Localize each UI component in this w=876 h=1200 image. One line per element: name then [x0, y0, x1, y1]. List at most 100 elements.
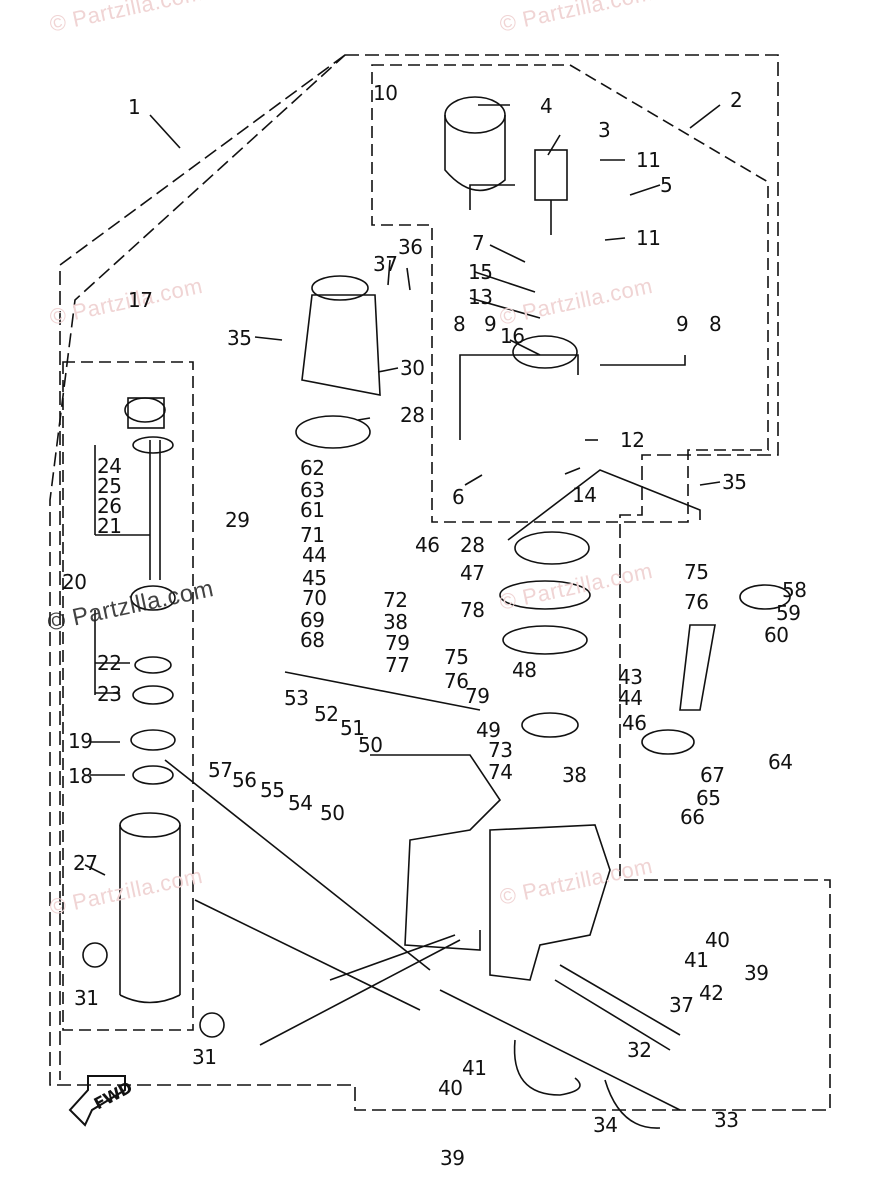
callout-47: 47: [460, 561, 485, 585]
assembly-2-boundary: [371, 64, 769, 523]
callout-42: 42: [699, 981, 724, 1005]
callout-40: 40: [438, 1076, 463, 1100]
callout-44: 44: [618, 686, 643, 710]
callout-9: 9: [676, 312, 689, 336]
callout-9: 9: [484, 312, 497, 336]
callout-68: 68: [300, 628, 325, 652]
callout-19: 19: [68, 729, 93, 753]
callout-32: 32: [627, 1038, 652, 1062]
callout-16: 16: [500, 324, 525, 348]
callout-72: 72: [383, 588, 408, 612]
callout-40: 40: [705, 928, 730, 952]
callout-11: 11: [636, 226, 661, 250]
callout-37: 37: [373, 252, 398, 276]
callout-21: 21: [97, 514, 122, 538]
callout-8: 8: [453, 312, 466, 336]
callout-66: 66: [680, 805, 705, 829]
callout-75: 75: [444, 645, 469, 669]
callout-41: 41: [462, 1056, 487, 1080]
callout-35: 35: [722, 470, 747, 494]
callout-79: 79: [385, 631, 410, 655]
callout-48: 48: [512, 658, 537, 682]
callout-24: 24: [97, 454, 122, 478]
callout-79: 79: [465, 684, 490, 708]
callout-37: 37: [669, 993, 694, 1017]
callout-56: 56: [232, 768, 257, 792]
callout-31: 31: [192, 1045, 217, 1069]
callout-30: 30: [400, 356, 425, 380]
callout-35: 35: [227, 326, 252, 350]
callout-11: 11: [636, 148, 661, 172]
callout-70: 70: [302, 586, 327, 610]
callout-58: 58: [782, 578, 807, 602]
callout-15: 15: [468, 260, 493, 284]
callout-49: 49: [476, 718, 501, 742]
callout-22: 22: [97, 651, 122, 675]
callout-77: 77: [385, 653, 410, 677]
callout-59: 59: [776, 601, 801, 625]
callout-67: 67: [700, 763, 725, 787]
callout-53: 53: [284, 686, 309, 710]
callout-60: 60: [764, 623, 789, 647]
callout-54: 54: [288, 791, 313, 815]
assembly-17-boundary: [62, 361, 194, 1031]
callout-13: 13: [468, 285, 493, 309]
callout-78: 78: [460, 598, 485, 622]
callout-55: 55: [260, 778, 285, 802]
callout-28: 28: [460, 533, 485, 557]
callout-71: 71: [300, 523, 325, 547]
callout-28: 28: [400, 403, 425, 427]
callout-65: 65: [696, 786, 721, 810]
callout-46: 46: [622, 711, 647, 735]
callout-75: 75: [684, 560, 709, 584]
callout-44: 44: [302, 543, 327, 567]
fwd-arrow-outline: [68, 1075, 126, 1127]
callout-2: 2: [730, 88, 743, 112]
callout-46: 46: [415, 533, 440, 557]
callout-69: 69: [300, 608, 325, 632]
callout-39: 39: [744, 961, 769, 985]
callout-29: 29: [225, 508, 250, 532]
assembly-1-boundary: [49, 54, 831, 1111]
callout-52: 52: [314, 702, 339, 726]
callout-23: 23: [97, 682, 122, 706]
callout-12: 12: [620, 428, 645, 452]
callout-10: 10: [373, 81, 398, 105]
callout-51: 51: [340, 716, 365, 740]
callout-50: 50: [358, 733, 383, 757]
callout-43: 43: [618, 665, 643, 689]
callout-31: 31: [74, 986, 99, 1010]
callout-14: 14: [572, 483, 597, 507]
callout-7: 7: [472, 231, 485, 255]
callout-57: 57: [208, 758, 233, 782]
callout-3: 3: [598, 118, 611, 142]
callout-17: 17: [128, 288, 153, 312]
callout-5: 5: [660, 173, 673, 197]
callout-36: 36: [398, 235, 423, 259]
callout-63: 63: [300, 478, 325, 502]
callout-38: 38: [383, 610, 408, 634]
callout-20: 20: [62, 570, 87, 594]
callout-33: 33: [714, 1108, 739, 1132]
callout-61: 61: [300, 498, 325, 522]
callout-34: 34: [593, 1113, 618, 1137]
callout-62: 62: [300, 456, 325, 480]
callout-64: 64: [768, 750, 793, 774]
callout-1: 1: [128, 95, 141, 119]
callout-45: 45: [302, 566, 327, 590]
callout-27: 27: [73, 851, 98, 875]
callout-73: 73: [488, 738, 513, 762]
callout-4: 4: [540, 94, 553, 118]
callout-38: 38: [562, 763, 587, 787]
callout-50: 50: [320, 801, 345, 825]
callout-25: 25: [97, 474, 122, 498]
callout-74: 74: [488, 760, 513, 784]
callout-76: 76: [684, 590, 709, 614]
callout-26: 26: [97, 494, 122, 518]
callout-18: 18: [68, 764, 93, 788]
callout-41: 41: [684, 948, 709, 972]
callout-8: 8: [709, 312, 722, 336]
callout-6: 6: [452, 485, 465, 509]
